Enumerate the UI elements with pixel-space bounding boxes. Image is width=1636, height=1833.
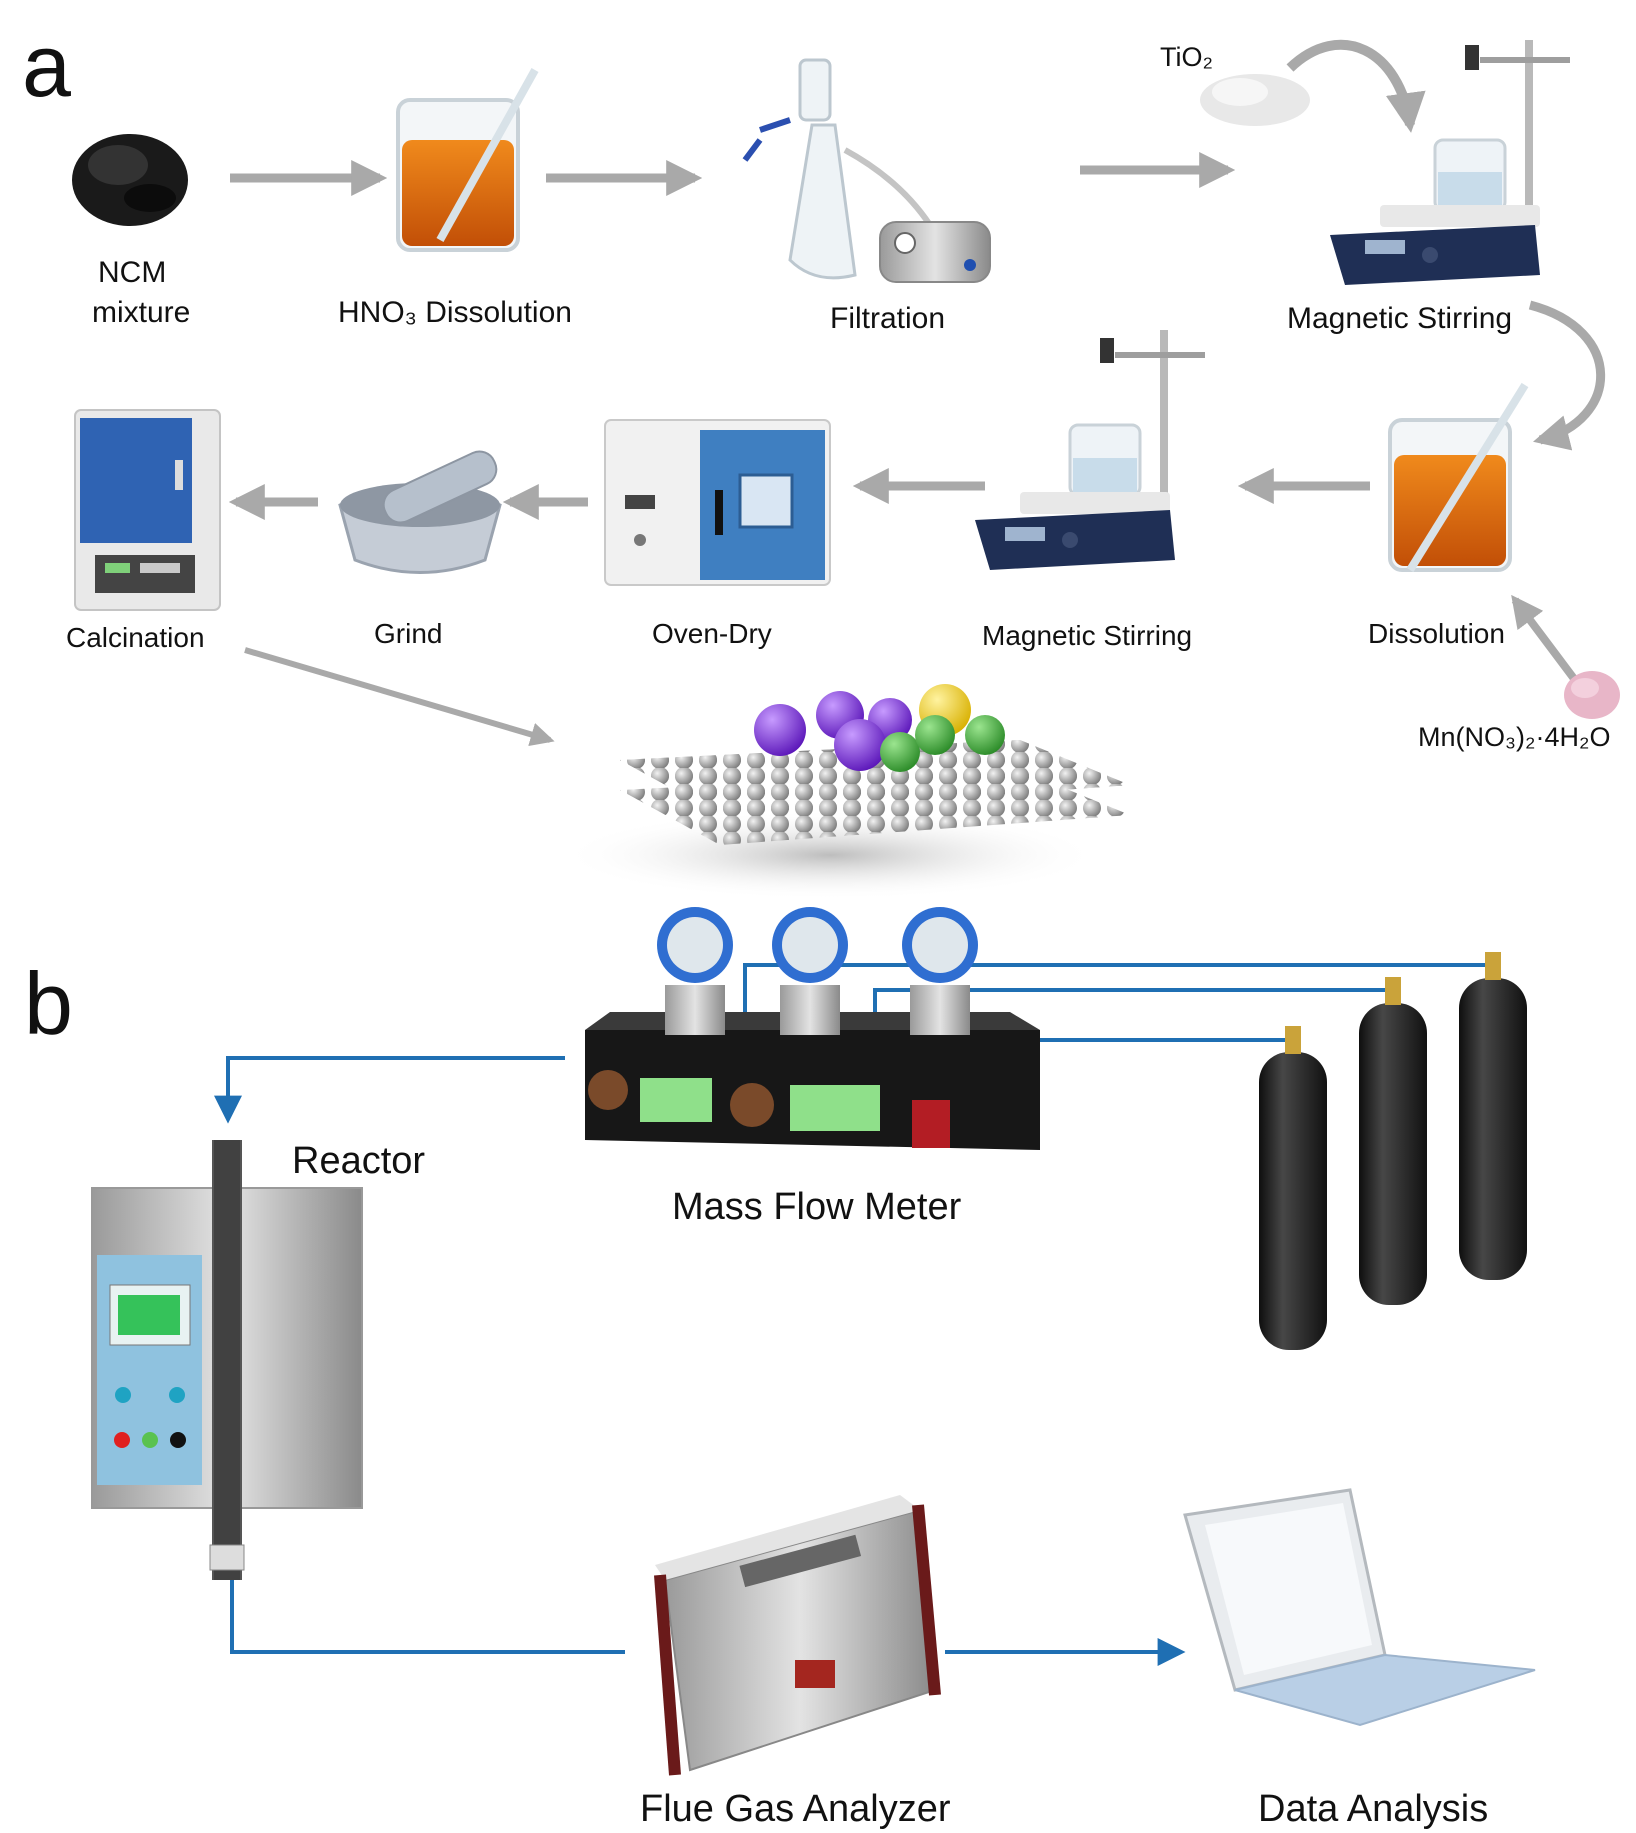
hno3-dissolution-label: HNO₃ Dissolution — [338, 296, 572, 329]
process-arrows — [228, 39, 1606, 747]
catalyst-structure-icon — [560, 684, 1130, 900]
flue-gas-analyzer-icon — [654, 1495, 941, 1776]
magnetic-stirrer-icon-1 — [1330, 40, 1570, 285]
ncm-label-line2: mixture — [92, 296, 191, 329]
reactor-label: Reactor — [292, 1140, 426, 1182]
mass-flow-meter-icon — [585, 907, 1040, 1150]
magnetic-stirring-label-1: Magnetic Stirring — [1287, 302, 1513, 335]
data-analysis-label: Data Analysis — [1258, 1788, 1489, 1830]
oven-dry-label: Oven-Dry — [652, 618, 772, 649]
panel-label-b: b — [24, 954, 73, 1053]
tio2-label: TiO₂ — [1160, 42, 1213, 72]
filtration-setup-icon — [742, 58, 991, 283]
panel-label-a: a — [22, 16, 71, 115]
ncm-label-line1: NCM — [98, 256, 167, 289]
mn-reagent-label: Mn(NO₃)₂·4H₂O — [1418, 722, 1611, 752]
gas-cylinders-icon — [1259, 952, 1527, 1350]
grind-label: Grind — [374, 618, 443, 649]
muffle-furnace-icon — [74, 409, 221, 611]
magnetic-stirrer-icon-2 — [975, 330, 1205, 570]
ncm-powder-icon — [72, 134, 188, 226]
mortar-pestle-icon — [338, 450, 502, 574]
mn-powder-icon — [1564, 671, 1620, 719]
laptop-icon — [1183, 1488, 1536, 1727]
magnetic-stirring-label-2: Magnetic Stirring — [982, 620, 1193, 651]
drying-oven-icon — [604, 419, 831, 586]
hno3-beaker-icon — [396, 68, 539, 252]
calcination-label: Calcination — [66, 622, 205, 653]
flue-gas-analyzer-label: Flue Gas Analyzer — [640, 1788, 951, 1830]
filtration-label: Filtration — [830, 302, 946, 335]
dissolution-label: Dissolution — [1368, 618, 1505, 649]
tio2-powder-icon — [1200, 74, 1310, 126]
reactor-icon — [91, 1140, 363, 1580]
mass-flow-meter-label: Mass Flow Meter — [672, 1186, 962, 1228]
dissolution-beaker-icon — [1388, 382, 1529, 573]
